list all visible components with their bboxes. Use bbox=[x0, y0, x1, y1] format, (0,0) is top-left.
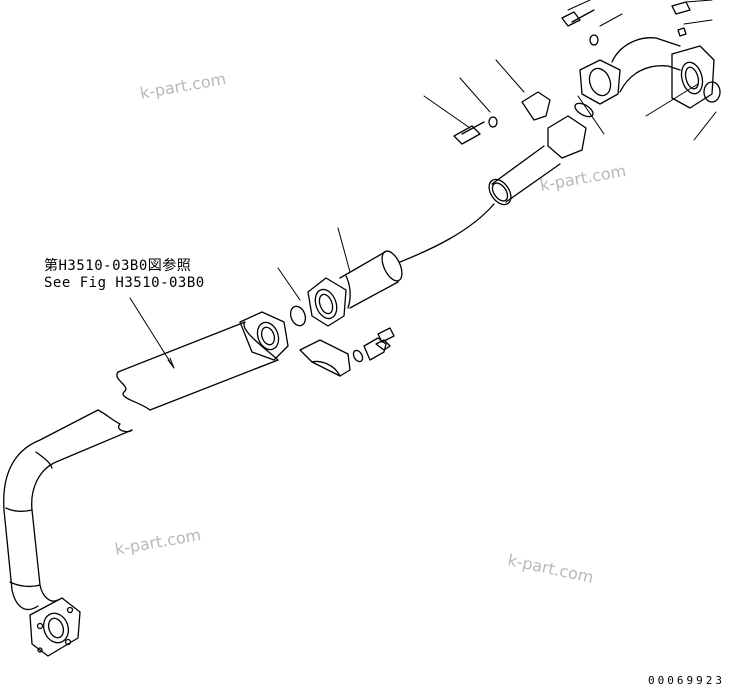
reference-english: See Fig H3510-03B0 bbox=[44, 275, 205, 291]
split-flange-half bbox=[299, 339, 351, 377]
plug-top-right bbox=[671, 1, 691, 37]
center-flange-hose bbox=[307, 203, 495, 327]
washer-upper bbox=[488, 116, 498, 128]
washer-top bbox=[589, 34, 599, 46]
washer-center bbox=[352, 349, 364, 363]
reference-japanese: 第H3510-03B0図参照 bbox=[44, 258, 192, 274]
drawing-number: 00069923 bbox=[648, 674, 725, 687]
o-ring-upper bbox=[574, 102, 594, 118]
o-ring-right bbox=[703, 81, 721, 103]
bolt-center bbox=[363, 327, 395, 361]
bolt-top bbox=[561, 9, 595, 27]
long-tube bbox=[3, 311, 289, 657]
o-ring-center bbox=[289, 305, 307, 327]
upper-hose bbox=[488, 91, 587, 206]
elbow-pipe bbox=[579, 37, 715, 109]
bolt-upper bbox=[453, 121, 485, 145]
leader-lines bbox=[129, 0, 717, 369]
